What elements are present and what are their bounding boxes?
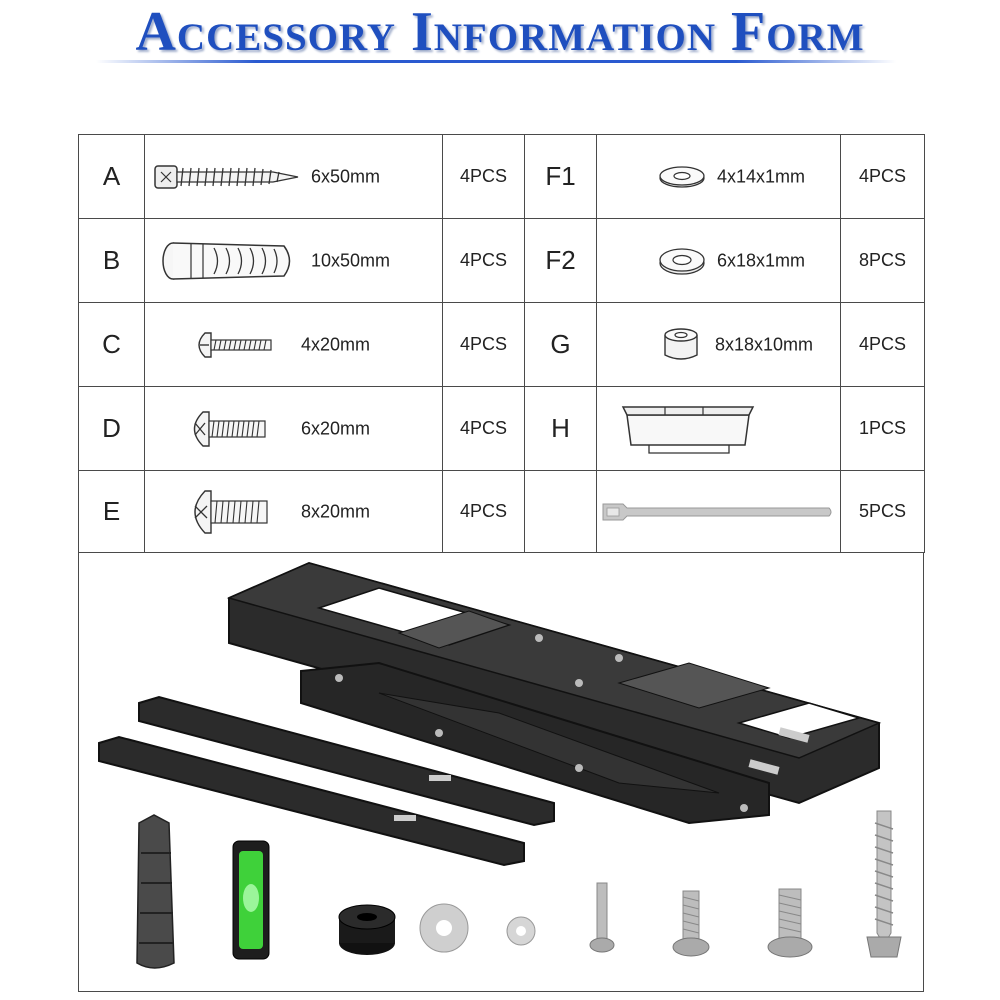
item-cell [596, 386, 841, 471]
tilt-arm-icon [300, 661, 810, 825]
large-washer-icon [419, 903, 469, 953]
item-cell: 4x20mm [144, 302, 443, 387]
small-washer-icon [659, 165, 705, 188]
item-label: H [524, 386, 597, 471]
item-cell: 6x18x1mm [596, 218, 841, 303]
item-quantity: 1PCS [840, 386, 925, 471]
item-cell [596, 470, 841, 553]
m4-bolt-icon [589, 882, 615, 953]
wood-screw-icon [866, 810, 902, 958]
table-row: E 8x20mm 4PCS 5PCS [78, 470, 925, 553]
item-quantity: 5PCS [840, 470, 925, 553]
wall-anchor-icon [162, 241, 291, 280]
title-underline [96, 60, 896, 63]
item-size: 4x14x1mm [717, 166, 806, 186]
table-row: A 6x50mm 4PCS F1 4x14x1mm [78, 134, 925, 219]
table-row: C 4x20mm 4PCS G 8x18x10mm [78, 302, 925, 387]
item-cell: 10x50mm [144, 218, 443, 303]
bubble-level-icon [232, 840, 270, 960]
item-quantity: 8PCS [840, 218, 925, 303]
item-cell: 4x14x1mm [596, 134, 841, 219]
item-label: G [524, 302, 597, 387]
item-label: A [78, 134, 145, 219]
small-washer-icon [506, 916, 536, 946]
form-title: Accessory Information Form [135, 1, 865, 63]
item-size: 4x20mm [301, 334, 371, 354]
table-row: B 10x50mm 4PCS F2 6x18x1mm [78, 218, 925, 303]
item-label: C [78, 302, 145, 387]
wall-plate-icon [226, 561, 882, 805]
accessory-table: A 6x50mm 4PCS F1 4x14x1mm [78, 134, 925, 553]
spacer-icon [338, 904, 396, 955]
item-label [524, 470, 597, 553]
product-photo [78, 552, 924, 992]
item-size: 6x50mm [311, 166, 381, 186]
mounting-rail-icon [98, 695, 555, 867]
item-label: E [78, 470, 145, 553]
item-size: 6x18x1mm [717, 250, 806, 270]
m8-bolt-icon [767, 888, 813, 958]
large-washer-icon [659, 247, 705, 275]
item-size: 6x20mm [301, 418, 371, 438]
item-quantity: 4PCS [442, 386, 525, 471]
item-label: F1 [524, 134, 597, 219]
item-cell: 6x50mm [144, 134, 443, 219]
spacer-icon [664, 327, 698, 360]
item-label: D [78, 386, 145, 471]
m6-bolt-icon [672, 890, 710, 957]
item-quantity: 4PCS [442, 302, 525, 387]
table-row: D 6x20mm 4PCS H 1PCS [78, 386, 925, 471]
item-quantity: 4PCS [442, 218, 525, 303]
item-cell: 8x20mm [144, 470, 443, 553]
item-quantity: 4PCS [840, 134, 925, 219]
bracket-clip-icon [621, 405, 755, 454]
cable-tie-icon [602, 503, 832, 520]
item-size: 8x20mm [301, 501, 371, 521]
item-size: 8x18x10mm [715, 334, 814, 354]
item-cell: 6x20mm [144, 386, 443, 471]
wall-anchor-icon [136, 814, 175, 969]
item-label: F2 [524, 218, 597, 303]
m4-bolt-icon [198, 331, 272, 358]
m8-bolt-icon [194, 489, 268, 534]
m6-bolt-icon [193, 410, 266, 447]
wood-screw-icon [154, 164, 299, 189]
item-quantity: 4PCS [442, 470, 525, 553]
item-quantity: 4PCS [442, 134, 525, 219]
item-quantity: 4PCS [840, 302, 925, 387]
item-label: B [78, 218, 145, 303]
item-cell: 8x18x10mm [596, 302, 841, 387]
item-size: 10x50mm [311, 250, 391, 270]
